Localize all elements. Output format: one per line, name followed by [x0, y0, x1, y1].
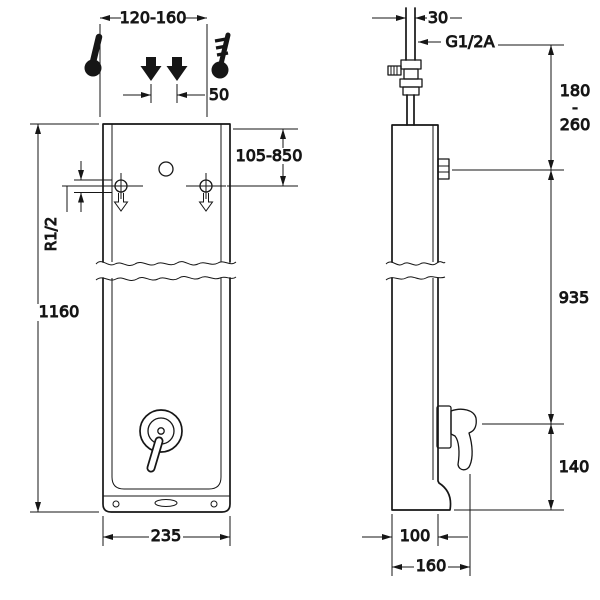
dim-connection-thread: G1/2A [445, 32, 494, 51]
side-dimensions: 30 G1/2A 180 - 260 935 140 100 160 [362, 8, 591, 576]
thermometer-icon [84, 33, 103, 77]
inlet-hole-right [198, 179, 214, 212]
sensor-window [158, 161, 174, 177]
dim-depth: 100 [400, 526, 431, 545]
key-icon [211, 32, 231, 79]
down-arrow-icon [140, 57, 162, 81]
stop-valve [387, 59, 423, 96]
dim-depth-with-handle: 160 [416, 556, 447, 575]
dim-width: 235 [151, 526, 182, 545]
dim-inlet-spacing: 50 [209, 85, 229, 104]
front-view [62, 123, 237, 513]
lever-handle-side [436, 405, 477, 471]
dim-hole-spacing: 120-160 [120, 8, 187, 27]
dim-handle-height: 140 [559, 457, 590, 476]
break-line [385, 261, 446, 266]
dim-riser-max: 260 [560, 115, 591, 134]
drain-outlet [154, 499, 178, 507]
break-line [95, 275, 237, 282]
dim-body-height: 935 [559, 288, 590, 307]
side-view [385, 7, 477, 511]
inlet-hole-left [113, 179, 129, 212]
dim-riser-separator: - [572, 98, 578, 117]
dim-mounting-height: 105-850 [236, 146, 303, 165]
dim-riser-min: 180 [560, 81, 591, 100]
foot-screw-right [210, 500, 218, 508]
dim-total-height: 1160 [39, 302, 80, 321]
mixer-handle [139, 409, 183, 473]
dim-pipe-offset: 30 [428, 8, 448, 27]
down-arrow-icon [166, 57, 188, 81]
front-dimensions: 120-160 50 105-850 R1/2 1160 235 [30, 8, 303, 546]
break-line [95, 261, 237, 267]
side-fitting [437, 158, 450, 180]
foot-screw-left [112, 500, 120, 508]
dim-thread: R1/2 [42, 217, 60, 252]
break-line [385, 276, 446, 281]
